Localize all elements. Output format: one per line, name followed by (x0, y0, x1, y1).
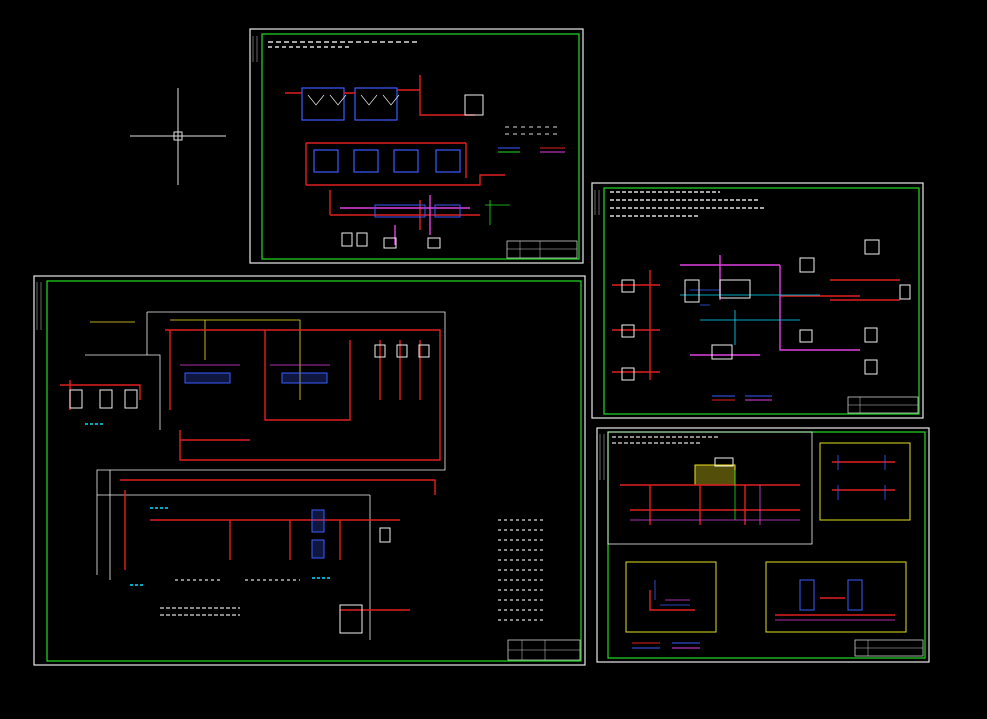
heat-exchangers (184, 372, 328, 559)
sheet-border-outer (596, 427, 930, 663)
piping-network-red (60, 329, 441, 611)
legend-block (632, 642, 700, 649)
sheet-right-bottom[interactable] (596, 427, 930, 663)
cooling-tower-units (301, 87, 400, 121)
piping-network-magenta (340, 195, 470, 245)
notes-text-block (160, 579, 300, 616)
sheet-border-inner (603, 187, 920, 415)
sheet-border-outer (33, 275, 586, 666)
detail-frame-bottom-left (625, 561, 717, 633)
sheet-border-inner (46, 280, 582, 662)
title-block (507, 639, 581, 661)
notes-text-block (268, 41, 420, 48)
piping-network-yellow (90, 319, 301, 400)
sheet-border-outer (249, 28, 584, 264)
sheet-left-large[interactable] (33, 275, 586, 666)
detail-panel-main (607, 431, 813, 545)
detail-frame-bottom-right (765, 561, 907, 633)
equipment-schedule-table (498, 519, 545, 621)
sheet-binding-strip (594, 190, 600, 215)
sheet-right-middle[interactable] (591, 182, 924, 419)
heat-exchanger (374, 204, 461, 218)
equipment-symbols (69, 344, 430, 634)
chiller-units (313, 149, 461, 173)
sheet-border-inner (261, 33, 580, 260)
sheet-top-center[interactable] (249, 28, 584, 264)
piping-network-blue (690, 289, 720, 306)
piping-network-green (485, 200, 510, 225)
legend-block (498, 126, 565, 153)
sheet-border-outer (591, 182, 924, 419)
detail-frame-top-right (819, 442, 911, 521)
title-block (506, 240, 578, 259)
title-block (847, 396, 919, 414)
piping-network-cyan (680, 294, 820, 345)
piping-network-magenta (680, 255, 860, 356)
piping-network-red (612, 270, 900, 380)
crosshair-cursor (130, 88, 226, 185)
sheet-binding-strip (36, 282, 42, 330)
legend-block (712, 395, 772, 401)
piping-network-red (285, 75, 505, 230)
title-block (854, 639, 924, 657)
annotation-text-cyan (85, 423, 330, 586)
notes-text-block (610, 191, 765, 217)
equipment-symbols (621, 239, 911, 381)
sheet-binding-strip (252, 36, 258, 62)
piping-network-white (85, 311, 446, 640)
storage-tanks (341, 94, 484, 249)
sheet-binding-strip (599, 434, 605, 480)
